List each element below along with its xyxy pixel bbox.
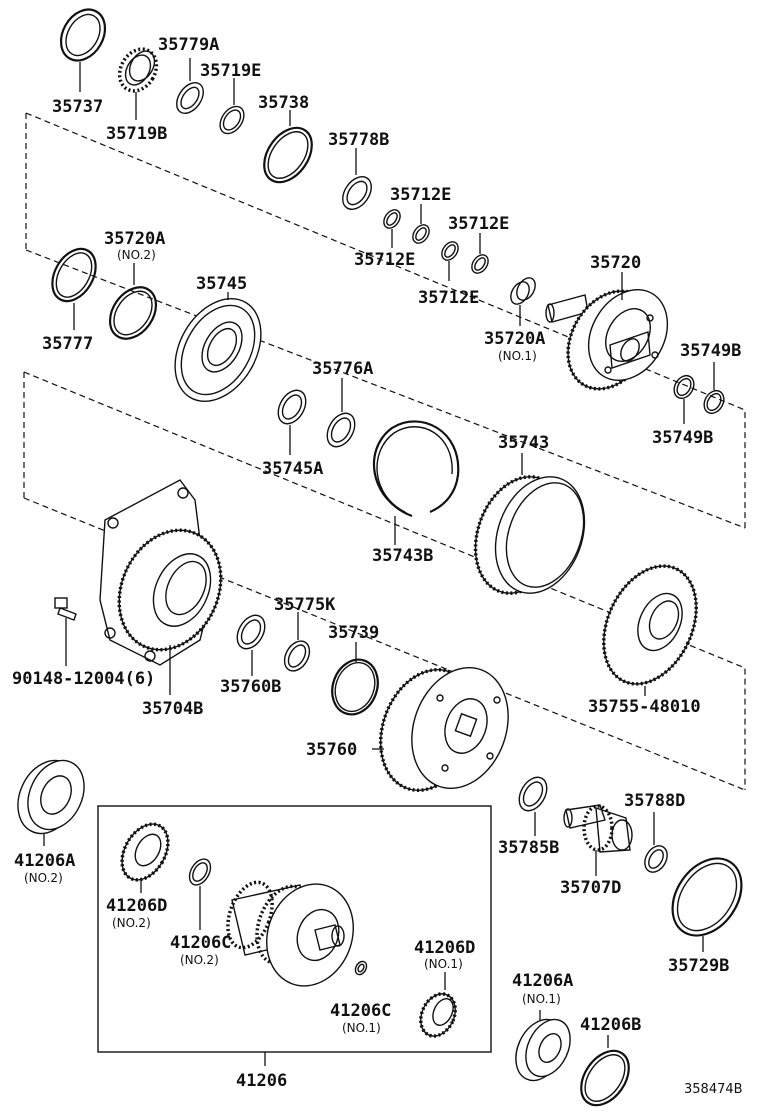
label-35743B: 35743B bbox=[372, 546, 433, 566]
part-35785B-washer bbox=[518, 776, 548, 836]
label-35712E-1: 35712E bbox=[390, 185, 451, 205]
label-41206A-no1-sub: (NO.1) bbox=[522, 992, 561, 1006]
part-35712E-washers bbox=[383, 204, 489, 281]
label-35720A-no1: 35720A bbox=[484, 329, 545, 349]
part-35779A-washer bbox=[176, 58, 204, 114]
label-90148-12004: 90148-12004(6) bbox=[12, 669, 155, 689]
label-41206D-no2: 41206D bbox=[106, 896, 167, 916]
part-35738-ring bbox=[263, 110, 313, 184]
dashed-group-upper bbox=[25, 112, 746, 529]
label-41206C-no1: 41206C bbox=[330, 1001, 391, 1021]
label-35745A: 35745A bbox=[262, 459, 323, 479]
label-35785B: 35785B bbox=[498, 838, 559, 858]
label-41206B: 41206B bbox=[580, 1015, 641, 1035]
label-41206C-no2: 41206C bbox=[170, 933, 231, 953]
label-35704B: 35704B bbox=[142, 699, 203, 719]
label-35720A-no2-sub: (NO.2) bbox=[117, 248, 156, 262]
part-41206D-no2-gear bbox=[120, 822, 170, 893]
part-35745-piston bbox=[174, 292, 262, 402]
label-41206D-no1-sub: (NO.1) bbox=[424, 957, 463, 971]
label-35712E-2: 35712E bbox=[354, 250, 415, 270]
dashed-group-lower bbox=[23, 371, 746, 791]
label-35749B-2: 35749B bbox=[652, 428, 713, 448]
label-35775K: 35775K bbox=[274, 595, 336, 615]
label-35729B: 35729B bbox=[668, 956, 729, 976]
part-35704B-housing bbox=[99, 479, 223, 695]
label-41206A-no2-sub: (NO.2) bbox=[24, 871, 63, 885]
part-35788D-washer bbox=[644, 812, 668, 873]
label-35743: 35743 bbox=[498, 433, 549, 453]
part-41206D-no1-gear bbox=[419, 972, 457, 1038]
part-41206A-no1-bearing bbox=[515, 1010, 571, 1082]
label-35719E: 35719E bbox=[200, 61, 261, 81]
part-41206A-no2-bearing bbox=[17, 759, 85, 846]
part-41206B-ring bbox=[580, 1035, 630, 1107]
part-35720A-no1-bushing bbox=[510, 277, 536, 326]
part-35743-clutch-drum bbox=[473, 453, 586, 595]
part-35777-ring bbox=[51, 247, 97, 330]
part-90148-bolt bbox=[54, 597, 77, 666]
part-41206-shaft-gear bbox=[226, 880, 354, 987]
label-35760B: 35760B bbox=[220, 677, 281, 697]
part-35778B-washer bbox=[342, 148, 372, 210]
part-35729B-ring bbox=[671, 857, 743, 952]
part-35737-ring bbox=[59, 8, 107, 92]
part-35739-snap-ring bbox=[331, 642, 379, 716]
label-35707D: 35707D bbox=[560, 878, 621, 898]
part-41206C-no1-washer bbox=[354, 960, 368, 976]
label-41206D-no1: 41206D bbox=[414, 938, 475, 958]
label-35745: 35745 bbox=[196, 274, 247, 294]
label-41206A-no1: 41206A bbox=[512, 971, 573, 991]
label-41206C-no2-sub: (NO.2) bbox=[180, 953, 219, 967]
label-35720: 35720 bbox=[590, 253, 641, 273]
label-35739: 35739 bbox=[328, 623, 379, 643]
label-35737: 35737 bbox=[52, 97, 103, 117]
label-35749B-1: 35749B bbox=[680, 341, 741, 361]
label-35760: 35760 bbox=[306, 740, 357, 760]
part-35776A-washer bbox=[326, 378, 356, 448]
label-35777: 35777 bbox=[42, 334, 93, 354]
label-35778B: 35778B bbox=[328, 130, 389, 150]
part-35775K-washer bbox=[283, 612, 311, 672]
part-35743B-snap-ring bbox=[372, 420, 460, 545]
assembly-box-41206 bbox=[97, 805, 492, 1066]
part-35745A-washer bbox=[277, 389, 307, 455]
part-41206C-no2-washer bbox=[188, 858, 212, 930]
label-35719B: 35719B bbox=[106, 124, 167, 144]
label-35720A-no1-sub: (NO.1) bbox=[498, 349, 537, 363]
label-35755-48010: 35755-48010 bbox=[588, 697, 701, 717]
reference-code: 358474B bbox=[684, 1082, 743, 1097]
part-35755-drum bbox=[602, 564, 698, 696]
part-35719B-bearing bbox=[117, 47, 159, 120]
part-35720A-no2-ring bbox=[108, 263, 158, 340]
label-41206: 41206 bbox=[236, 1071, 287, 1091]
part-35749B-washers bbox=[673, 362, 725, 424]
label-41206A-no2: 41206A bbox=[14, 851, 75, 871]
label-41206C-no1-sub: (NO.1) bbox=[342, 1021, 381, 1035]
label-35788D: 35788D bbox=[624, 791, 685, 811]
label-35720A-no2: 35720A bbox=[104, 229, 165, 249]
part-35719E-washer bbox=[219, 78, 245, 135]
label-35712E-4: 35712E bbox=[418, 288, 479, 308]
part-35707D-shaft bbox=[563, 804, 633, 876]
part-35720-pump-assembly bbox=[545, 272, 669, 391]
label-35738: 35738 bbox=[258, 93, 309, 113]
label-35776A: 35776A bbox=[312, 359, 373, 379]
label-35779A: 35779A bbox=[158, 35, 219, 55]
part-35760B-washer bbox=[236, 614, 266, 676]
label-35712E-3: 35712E bbox=[448, 214, 509, 234]
part-35760-drum bbox=[372, 666, 509, 793]
label-41206D-no2-sub: (NO.2) bbox=[112, 916, 151, 930]
